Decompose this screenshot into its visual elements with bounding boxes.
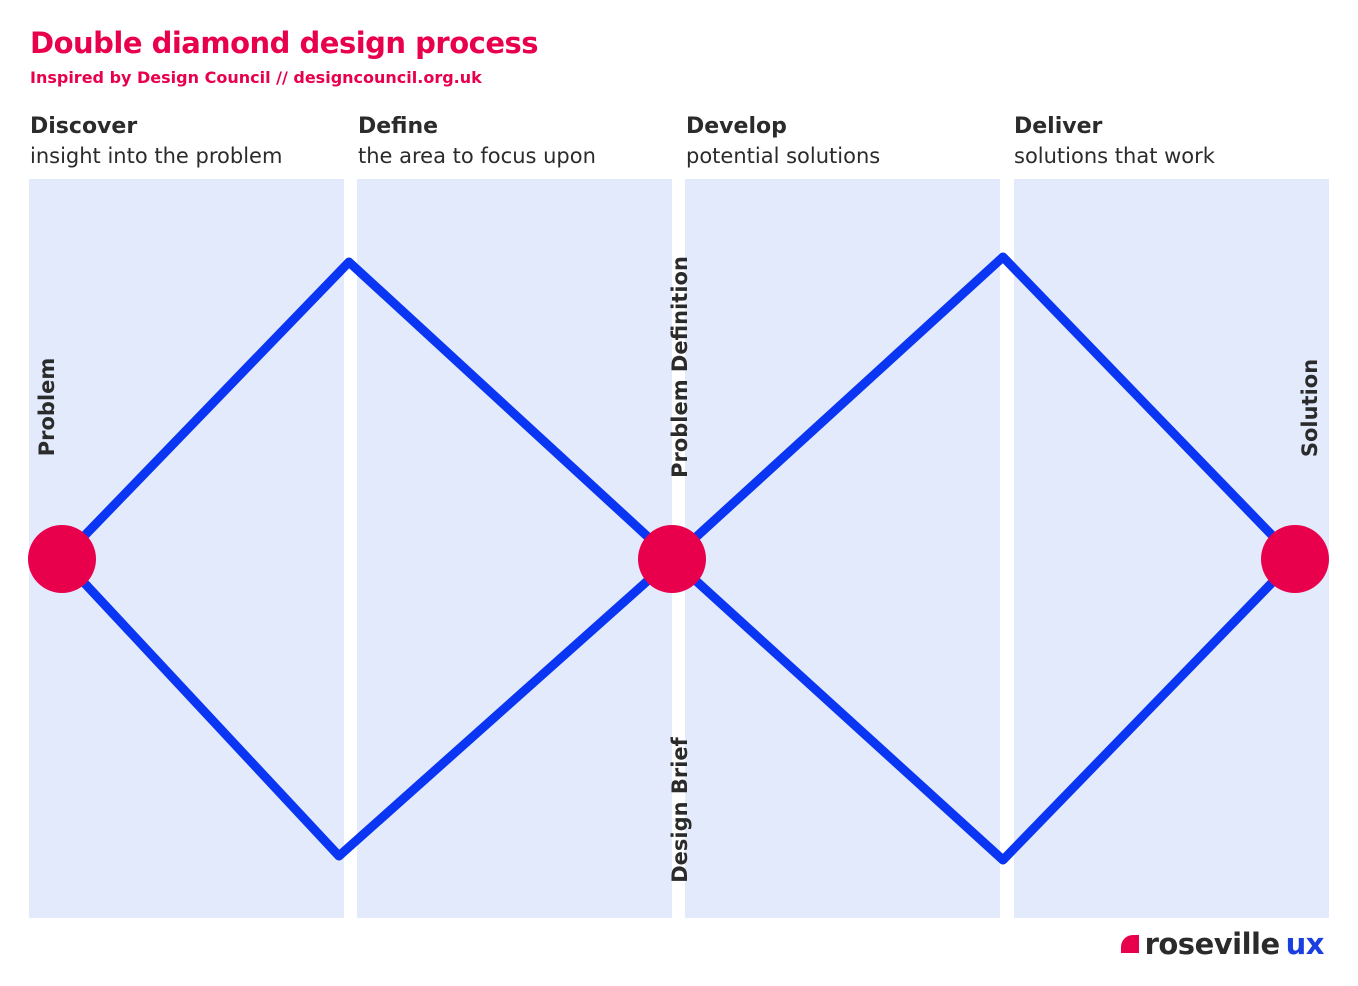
phase-name: Discover (30, 114, 138, 139)
phase-description: potential solutions (686, 144, 881, 168)
solution-node (1261, 525, 1329, 593)
second-diamond (667, 252, 1300, 865)
phase-develop-header: Develop potential solutions (686, 113, 880, 171)
phase-discover-header: Discover insight into the problem (30, 113, 282, 171)
logo-mark-icon (1120, 935, 1139, 953)
phase-name: Define (358, 114, 439, 139)
problem-definition-label: Problem Definition (668, 256, 692, 478)
logo-wordmark-roseville: roseville (1144, 927, 1281, 961)
phase-deliver-header: Deliver solutions that work (1014, 113, 1215, 171)
solution-label: Solution (1298, 358, 1322, 458)
phase-name: Deliver (1014, 114, 1103, 139)
page-title: Double diamond design process (30, 26, 539, 60)
phase-description: solutions that work (1014, 144, 1215, 168)
roseville-ux-logo: roseville ux (1119, 924, 1325, 964)
phase-description: the area to focus upon (358, 144, 596, 168)
logo-wordmark-ux: ux (1285, 927, 1325, 961)
phase-description: insight into the problem (30, 144, 283, 168)
problem-definition-node (638, 525, 706, 593)
phase-define-header: Define the area to focus upon (358, 113, 596, 171)
problem-label: Problem (35, 357, 59, 457)
phase-name: Develop (686, 114, 787, 139)
problem-node (28, 525, 96, 593)
page-subtitle: Inspired by Design Council // designcoun… (30, 68, 482, 87)
first-diamond (57, 257, 677, 861)
design-brief-label: Design Brief (668, 737, 692, 883)
